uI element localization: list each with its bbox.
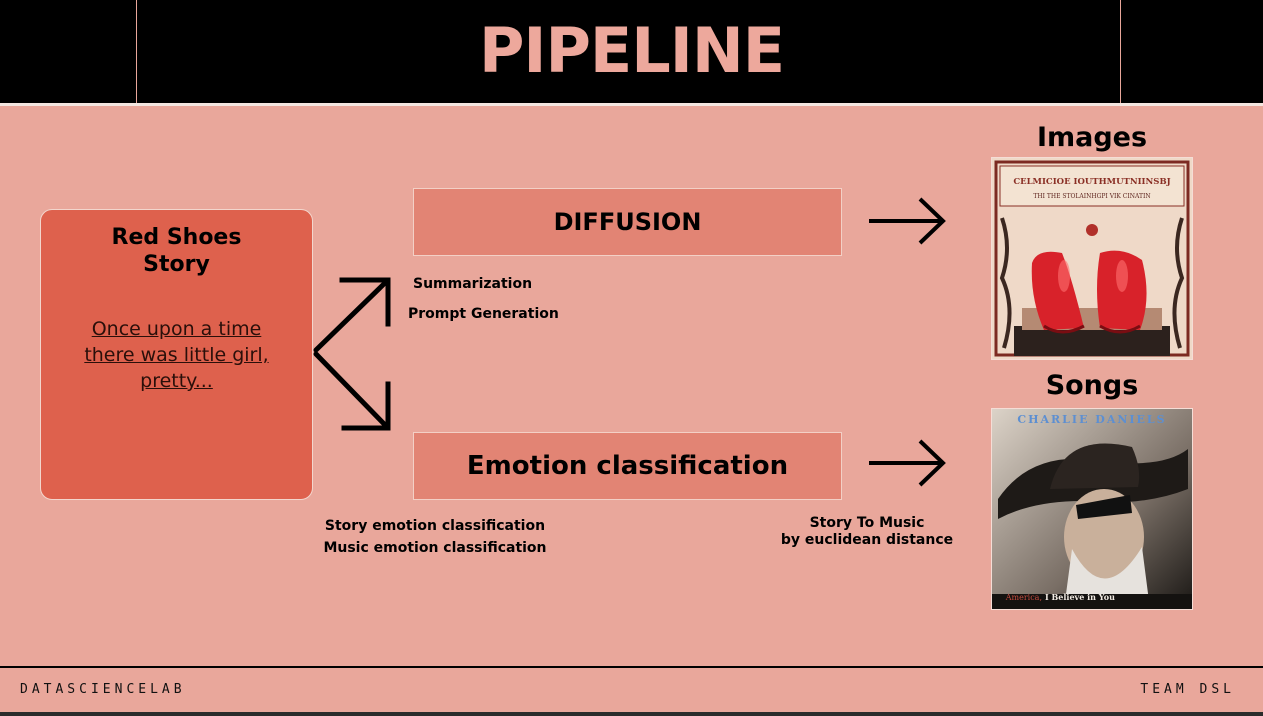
emotion-classification-box: Emotion classification	[413, 432, 842, 500]
poster-subheading: THI THE STOLAINHGPI VIK CINATIN	[1033, 193, 1150, 200]
page-title: PIPELINE	[478, 14, 785, 87]
album-title-red: America,	[1005, 593, 1042, 602]
album-cover: CHARLIE DANIELS America, I Believe in Yo…	[991, 408, 1193, 610]
mapping-line2: by euclidean distance	[780, 532, 954, 548]
mapping-label: Story To Music by euclidean distance	[772, 515, 962, 549]
header-bar: PIPELINE	[0, 0, 1263, 103]
generated-image: CELMICIOE IOUTHMUTNIINSBJ THI THE STOLAI…	[991, 157, 1193, 360]
emotion-step-music: Music emotion classification	[323, 540, 547, 556]
footer-right-text: TEAM DSL	[1140, 682, 1235, 697]
emotion-steps: Story emotion classification Music emoti…	[300, 515, 570, 559]
poster-heading: CELMICIOE IOUTHMUTNIINSBJ	[1013, 177, 1170, 187]
album-title-white: I Believe in You	[1045, 592, 1115, 602]
header-divider-right	[1120, 0, 1121, 103]
story-excerpt-line3: pretty...	[140, 370, 213, 392]
red-shoes-illustration: CELMICIOE IOUTHMUTNIINSBJ THI THE STOLAI…	[992, 158, 1192, 359]
split-arrow-icon	[313, 277, 391, 431]
images-title: Images	[1036, 122, 1148, 153]
diffusion-step-prompt-generation: Prompt Generation	[408, 306, 559, 322]
diffusion-label: DIFFUSION	[553, 208, 702, 236]
footer-divider	[0, 666, 1263, 668]
footer-bottom-bar	[0, 712, 1263, 716]
emotion-step-story: Story emotion classification	[324, 518, 546, 534]
album-art: CHARLIE DANIELS America, I Believe in Yo…	[992, 409, 1192, 609]
header-divider-left	[136, 0, 137, 103]
diffusion-box: DIFFUSION	[413, 188, 842, 256]
emotion-label: Emotion classification	[466, 451, 789, 481]
diffusion-step-summarization: Summarization	[413, 276, 533, 292]
header-border	[0, 103, 1263, 106]
story-title-line2: Story	[143, 252, 210, 277]
story-title: Red Shoes Story	[41, 224, 312, 278]
story-title-line1: Red Shoes	[111, 225, 242, 250]
songs-title: Songs	[1045, 370, 1139, 401]
story-box: Red Shoes Story Once upon a time there w…	[40, 209, 313, 500]
footer-left-text: DATASCIENCELAB	[20, 682, 186, 697]
mapping-line1: Story To Music	[809, 515, 925, 531]
story-excerpt: Once upon a time there was little girl, …	[41, 316, 312, 394]
right-arrow-icon	[869, 439, 946, 487]
story-excerpt-line1: Once upon a time	[91, 318, 262, 340]
album-artist: CHARLIE DANIELS	[1017, 413, 1166, 426]
story-excerpt-line2: there was little girl,	[84, 344, 269, 366]
right-arrow-icon	[869, 197, 946, 245]
